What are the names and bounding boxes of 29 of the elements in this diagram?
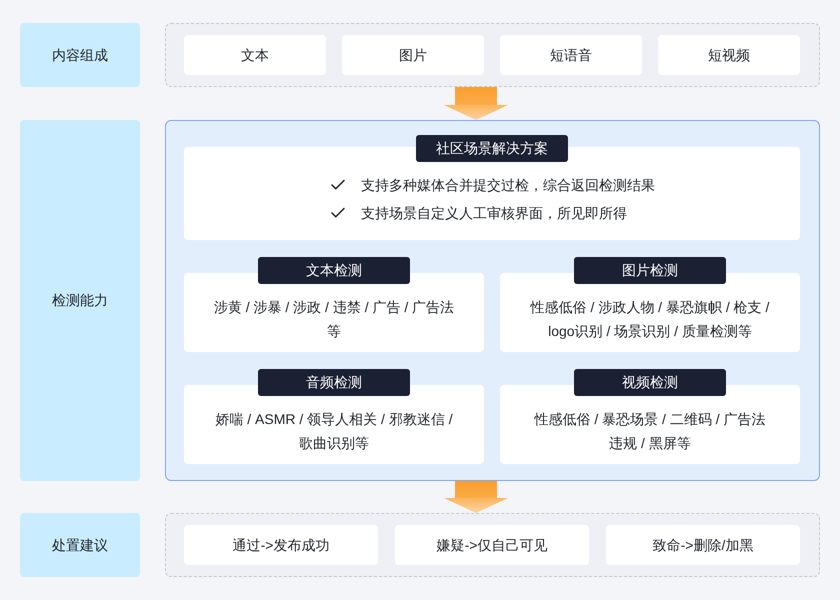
- item-label: 通过->发布成功: [232, 536, 330, 554]
- category-panel: [20, 120, 140, 481]
- title-tag: 社区场景解决方案: [416, 135, 568, 162]
- block-arrow: [444, 481, 508, 513]
- dashed-group-panel: [165, 513, 820, 577]
- category-label: 处置建议: [52, 536, 108, 554]
- item-label: 短语音: [550, 46, 592, 64]
- title-tag: 视频检测: [574, 369, 726, 396]
- category-label: 检测能力: [52, 291, 108, 310]
- item-label: 短视频: [708, 46, 750, 64]
- title-tag: 音频检测: [258, 369, 410, 396]
- item-label: 文本: [241, 46, 269, 64]
- category-label: 内容组成: [52, 46, 108, 64]
- feature-text: 支持场景自定义人工审核界面，所见即所得: [361, 204, 627, 222]
- group-panel: [165, 120, 820, 481]
- dashed-group-panel: [165, 23, 820, 87]
- category-panel: [20, 23, 140, 87]
- item-label: 致命->删除/加黑: [652, 536, 754, 554]
- feature-text: 支持多种媒体合并提交过检，综合返回检测结果: [361, 176, 655, 194]
- item-label: 图片: [399, 46, 427, 64]
- detection-items: 娇喘 / ASMR / 领导人相关 / 邪教迷信 / 歌曲识别等: [215, 411, 453, 451]
- title-tag: 图片检测: [574, 257, 726, 284]
- item-label: 嫌疑->仅自己可见: [436, 536, 548, 554]
- block-arrow: [444, 87, 508, 120]
- category-panel: [20, 513, 140, 577]
- detection-items: 性感低俗 / 暴恐场景 / 二维码 / 广告法违规 / 黑屏等: [534, 411, 766, 451]
- detection-items: 性感低俗 / 涉政人物 / 暴恐旗帜 / 枪支 / logo识别 / 场景识别 / 质量检测等: [530, 299, 770, 339]
- detection-items: 涉黄 / 涉暴 / 涉政 / 违禁 / 广告 / 广告法等: [214, 299, 454, 339]
- title-tag: 文本检测: [258, 257, 410, 284]
